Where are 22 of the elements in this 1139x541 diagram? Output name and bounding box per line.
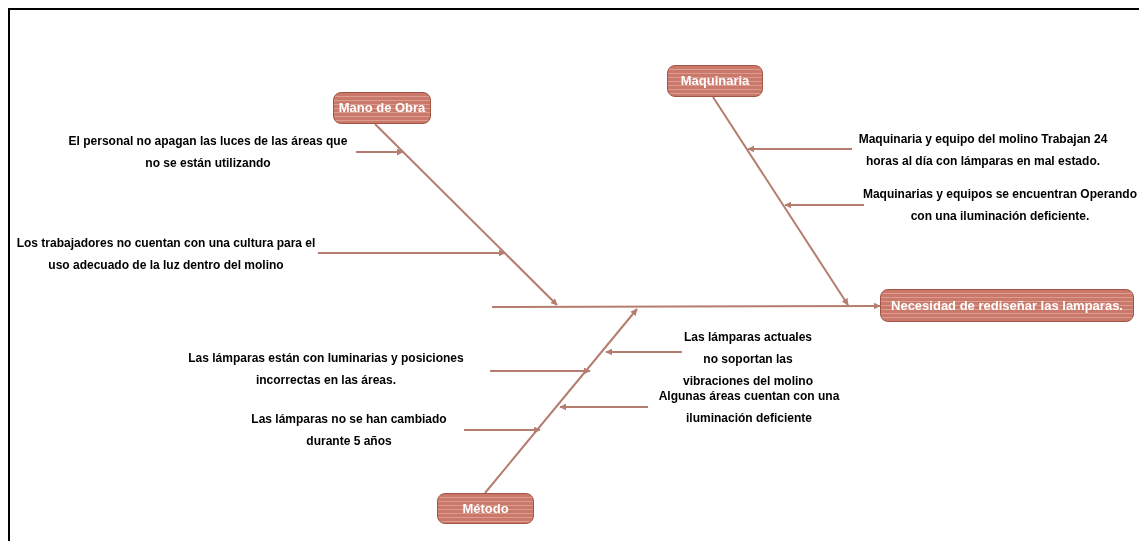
category-box: Maquinaria	[667, 65, 763, 97]
arrow	[484, 308, 638, 494]
cause-text: Las lámparas no se han cambiado durante 5 años	[234, 407, 464, 453]
arrow	[355, 148, 405, 156]
arrow	[605, 348, 683, 356]
arrow	[317, 249, 506, 257]
arrow	[559, 403, 649, 411]
arrow	[463, 426, 541, 434]
category-box: Mano de Obra	[333, 92, 431, 124]
arrow	[784, 201, 865, 209]
arrow	[374, 123, 558, 306]
arrow	[747, 145, 853, 153]
arrow	[712, 96, 849, 306]
cause-text: El personal no apagan las luces de las áreas que no se están utilizando	[62, 129, 354, 175]
cause-text: Maquinarias y equipos se encuentran Operando con una iluminación deficiente.	[862, 182, 1138, 228]
arrow	[491, 302, 881, 310]
cause-text: Maquinaria y equipo del molino Trabajan 24 horas al día con lámparas en mal estado.	[852, 115, 1114, 184]
cause-text: Los trabajadores no cuentan con una cultura para el uso adecuado de la luz dentro del molino	[14, 231, 318, 277]
arrow	[489, 367, 591, 375]
category-box: Método	[437, 493, 534, 524]
cause-text: Las lámparas están con luminarias y posiciones incorrectas en las áreas.	[162, 346, 490, 392]
effect-box: Necesidad de rediseñar las lamparas.	[880, 289, 1134, 322]
